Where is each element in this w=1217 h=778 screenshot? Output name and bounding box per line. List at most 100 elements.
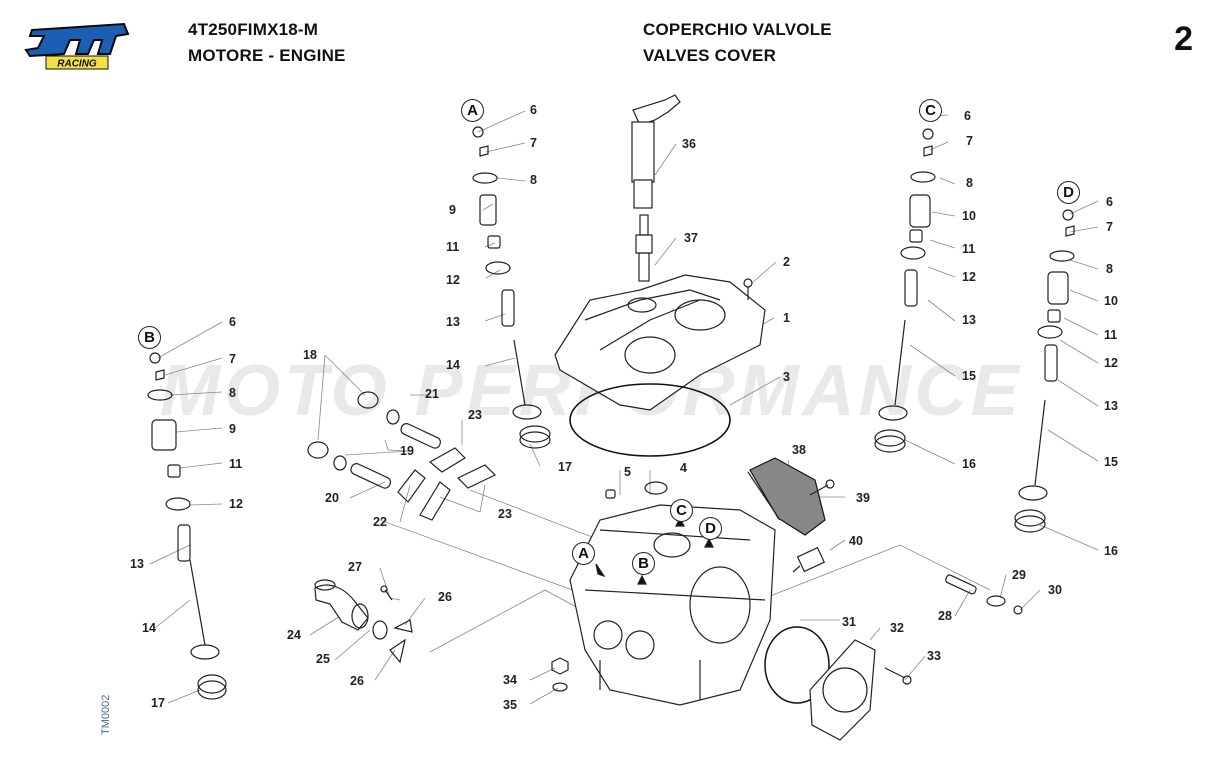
pin-28 — [945, 574, 977, 595]
valve-train-c — [874, 128, 936, 453]
detail-bubble-a: A — [461, 99, 484, 122]
head-bubble-b: B — [632, 552, 655, 575]
rocker-assembly — [307, 391, 497, 521]
part-label-a17: 17 — [558, 460, 572, 474]
detail-arrows — [595, 516, 714, 585]
part-label-36: 36 — [682, 137, 696, 151]
shaft-21 — [400, 423, 442, 449]
o-ring-19-upper — [386, 409, 400, 425]
group-name: MOTORE - ENGINE — [188, 46, 346, 65]
part-label-c16: 16 — [962, 457, 976, 471]
rocker-23b — [456, 464, 497, 489]
part-label-a9: 9 — [449, 203, 456, 217]
part-label-b11: 11 — [229, 457, 243, 471]
water-pump-cover-32 — [809, 639, 876, 741]
part-label-d6: 6 — [1106, 195, 1113, 209]
cylinder-head — [569, 504, 776, 706]
plug-18-lower — [307, 441, 329, 459]
detail-bubble-c: C — [919, 99, 942, 122]
screw-27 — [380, 585, 393, 601]
part-label-b9: 9 — [229, 422, 236, 436]
part-label-b6: 6 — [229, 315, 236, 329]
part-label-19: 19 — [400, 444, 414, 458]
spark-plug — [635, 214, 653, 282]
part-label-b8: 8 — [229, 386, 236, 400]
valve-cover — [554, 274, 766, 411]
part-label-24: 24 — [287, 628, 301, 642]
part-label-23a: 23 — [468, 408, 482, 422]
o-ring-19-lower — [333, 455, 347, 471]
part-label-c11: 11 — [962, 242, 976, 256]
part-label-1: 1 — [783, 311, 790, 325]
o-ring-31 — [764, 626, 830, 704]
head-bubble-c: C — [670, 499, 693, 522]
o-ring-4 — [644, 481, 668, 495]
part-label-b17: 17 — [151, 696, 165, 710]
intake-manifold-24 — [314, 579, 369, 631]
screw-33 — [884, 667, 912, 685]
part-label-5: 5 — [624, 465, 631, 479]
ignition-coil — [631, 94, 681, 209]
rocker-23a — [428, 447, 466, 473]
part-label-26b: 26 — [350, 674, 364, 688]
part-label-33: 33 — [927, 649, 941, 663]
part-label-20: 20 — [325, 491, 339, 505]
washer-35 — [552, 682, 568, 692]
part-label-d11: 11 — [1104, 328, 1118, 342]
part-label-c8: 8 — [966, 176, 973, 190]
valve-cover-gasket — [569, 383, 731, 457]
part-label-34: 34 — [503, 673, 517, 687]
temperature-sensor-40 — [792, 546, 826, 573]
part-label-c13: 13 — [962, 313, 976, 327]
logo-tm-shape — [24, 22, 130, 58]
clamp-26-lower — [389, 638, 406, 664]
part-label-a6: 6 — [530, 103, 537, 117]
bracket-29 — [986, 595, 1006, 607]
part-label-38: 38 — [792, 443, 806, 457]
part-label-39: 39 — [856, 491, 870, 505]
part-label-c12: 12 — [962, 270, 976, 284]
part-label-d16: 16 — [1104, 544, 1118, 558]
valve-train-b — [147, 352, 227, 700]
part-label-26a: 26 — [438, 590, 452, 604]
part-label-b7: 7 — [229, 352, 236, 366]
part-label-37: 37 — [684, 231, 698, 245]
head-bubble-a: A — [572, 542, 595, 565]
part-label-21: 21 — [425, 387, 439, 401]
valve-train-a — [472, 126, 551, 449]
part-label-31: 31 — [842, 615, 856, 629]
part-label-27: 27 — [348, 560, 362, 574]
part-label-c7: 7 — [966, 134, 973, 148]
part-label-32: 32 — [890, 621, 904, 635]
part-label-22: 22 — [373, 515, 387, 529]
part-label-a13: 13 — [446, 315, 460, 329]
detail-bubble-d: D — [1057, 181, 1080, 204]
rocker-23c — [419, 481, 451, 521]
document-id: TM0002 — [100, 694, 112, 735]
part-label-2: 2 — [783, 255, 790, 269]
clamp-26-upper — [393, 619, 413, 633]
part-label-d8: 8 — [1106, 262, 1113, 276]
part-label-a12: 12 — [446, 273, 460, 287]
part-label-b13: 13 — [130, 557, 144, 571]
part-label-d13: 13 — [1104, 399, 1118, 413]
page-title-english: VALVES COVER — [643, 46, 777, 65]
shaft-20 — [350, 463, 392, 489]
part-label-a8: 8 — [530, 173, 537, 187]
cover-bolt — [743, 278, 753, 300]
cover-38 — [747, 457, 826, 536]
part-label-25: 25 — [316, 652, 330, 666]
part-label-d12: 12 — [1104, 356, 1118, 370]
part-label-b12: 12 — [229, 497, 243, 511]
part-label-a11: 11 — [446, 240, 460, 254]
rocker-22 — [397, 469, 426, 503]
part-label-18: 18 — [303, 348, 317, 362]
part-label-d10: 10 — [1104, 294, 1118, 308]
part-label-c10: 10 — [962, 209, 976, 223]
part-label-d15: 15 — [1104, 455, 1118, 469]
part-label-35: 35 — [503, 698, 517, 712]
part-label-40: 40 — [849, 534, 863, 548]
screw-30 — [1013, 605, 1023, 615]
part-label-b14: 14 — [142, 621, 156, 635]
